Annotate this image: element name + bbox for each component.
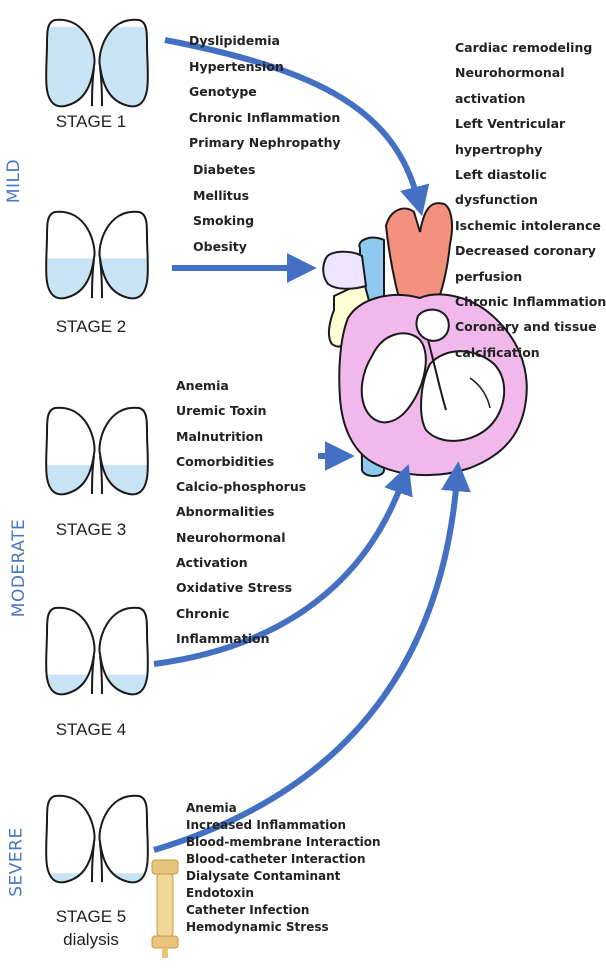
arrow-stage4	[153, 464, 413, 667]
left-ventricle	[360, 332, 427, 424]
list-item: Uremic Toxin	[176, 403, 267, 419]
list-item: Neurohormonal	[455, 65, 565, 81]
list-item: Genotype	[189, 84, 257, 100]
kidney-outline	[45, 406, 149, 496]
list-item: Comorbidities	[176, 453, 275, 469]
list-item: Chronic Inflammation	[455, 294, 606, 310]
list-item: Left diastolic	[455, 167, 547, 183]
kidney-outline	[45, 606, 149, 696]
list-item: Activation	[176, 555, 248, 571]
stage-3-label: STAGE 3	[55, 520, 127, 539]
list-item: Anemia	[176, 378, 229, 393]
cardiac-effects-list: Cardiac remodeling Neurohormonal activat…	[455, 35, 606, 365]
list-item: Oxidative Stress	[176, 580, 293, 596]
severity-label-moderate: MODERATE	[9, 518, 30, 618]
list-item: Hypertension	[189, 58, 284, 74]
list-item: Decreased coronary	[455, 243, 596, 259]
stage-2-label: STAGE 2	[55, 317, 127, 336]
valve-line	[469, 377, 491, 409]
list-item: Obesity	[193, 238, 247, 254]
arrow-stage1	[164, 37, 430, 217]
list-item: activation	[455, 90, 526, 106]
list-item: Primary Nephropathy	[189, 135, 341, 151]
stage-1-label: STAGE 1	[55, 112, 127, 131]
kidney-outline	[45, 18, 149, 108]
mild-factor-list-a: Dyslipidemia Hypertension Genotype Chron…	[189, 28, 341, 156]
ureter-lines	[91, 67, 103, 107]
list-item: Left Ventricular	[455, 116, 566, 132]
filter-port	[162, 948, 168, 958]
septum	[427, 339, 447, 411]
left-atrium	[415, 308, 450, 342]
list-item: Hemodynamic Stress	[186, 920, 329, 934]
severity-label-severe: SEVERE	[6, 827, 27, 897]
list-item: Blood-membrane Interaction	[186, 835, 381, 849]
severity-label-mild: MILD	[4, 158, 25, 204]
ureter-lines	[91, 655, 103, 695]
list-item: Endotoxin	[186, 886, 254, 900]
ureter-lines	[91, 259, 103, 299]
list-item: Dyslipidemia	[189, 33, 280, 48]
list-item: Catheter Infection	[186, 903, 310, 917]
ureter-lines	[91, 843, 103, 883]
list-item: Increased Inflammation	[186, 818, 347, 832]
list-item: Mellitus	[193, 187, 250, 203]
list-item: Chronic Inflammation	[189, 109, 341, 125]
list-item: Neurohormonal	[176, 529, 286, 545]
moderate-factor-list: Anemia Uremic Toxin Malnutrition Comorbi…	[176, 373, 306, 651]
list-item: Inflammation	[176, 630, 270, 646]
kidney-outline	[45, 794, 149, 884]
list-item: Calcio-phosphorus	[176, 479, 307, 495]
list-item: Smoking	[193, 213, 255, 229]
arrow-stage5	[153, 461, 471, 853]
list-item: Coronary and tissue	[455, 319, 597, 335]
stage-5-sublabel: dialysis	[63, 930, 119, 949]
mild-factor-list-b: Diabetes Mellitus Smoking Obesity	[193, 157, 255, 259]
right-ventricle	[420, 350, 506, 442]
list-item: Ischemic intolerance	[455, 217, 601, 233]
list-item: hypertrophy	[455, 141, 543, 157]
list-item: Diabetes	[193, 162, 256, 177]
list-item: calcification	[455, 344, 540, 360]
stage-4-label: STAGE 4	[55, 720, 127, 739]
list-item: Blood-catheter Interaction	[186, 852, 366, 866]
ureter-lines	[91, 455, 103, 495]
kidney-outline	[45, 210, 149, 300]
list-item: Chronic	[176, 605, 230, 621]
list-item: dysfunction	[455, 192, 538, 208]
list-item: Dialysate Contaminant	[186, 869, 341, 883]
pulmonary-branch	[322, 250, 368, 290]
list-item: Anemia	[186, 801, 237, 815]
severe-factor-list: Anemia Increased Inflammation Blood-memb…	[186, 800, 381, 936]
list-item: Abnormalities	[176, 504, 275, 520]
list-item: Cardiac remodeling	[455, 40, 593, 55]
stage-5-label: STAGE 5	[55, 907, 127, 926]
list-item: perfusion	[455, 268, 523, 284]
list-item: Malnutrition	[176, 428, 264, 444]
